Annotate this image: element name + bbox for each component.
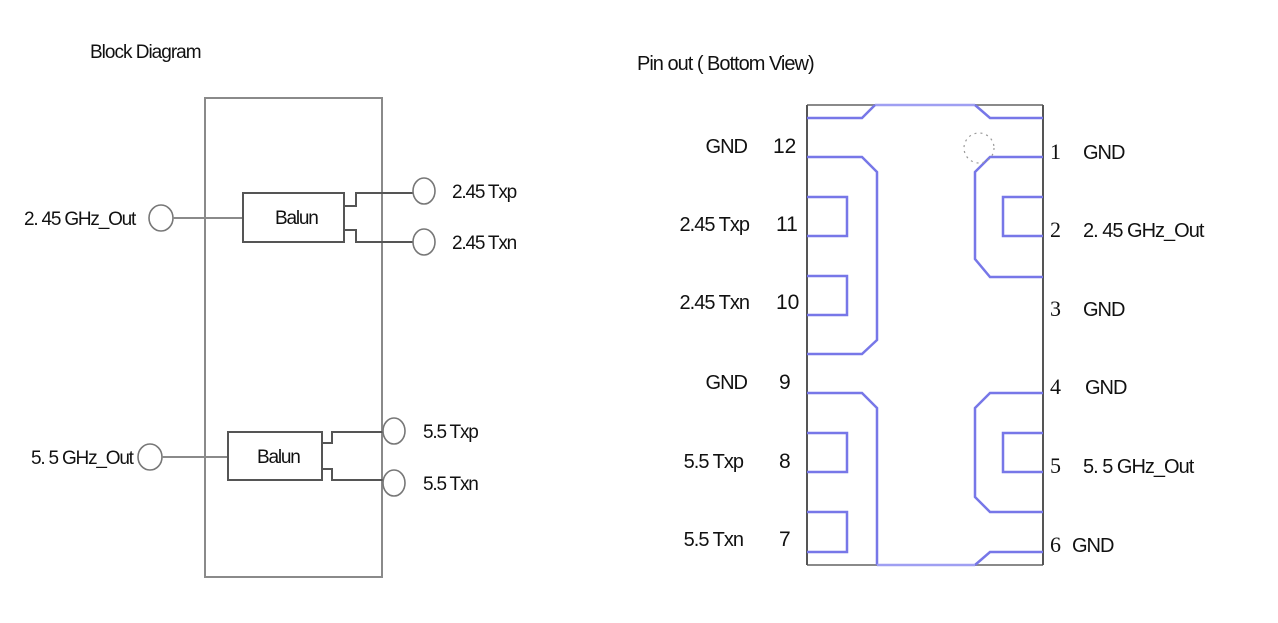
- pin-number: 9: [779, 371, 791, 394]
- pad-11: [807, 195, 849, 238]
- pin-number: 11: [776, 213, 798, 236]
- output-label-n: 5.5 Txn: [423, 474, 478, 495]
- right-pin-labels: 1 GND 2 2. 45 GHz_Out 3 GND 4 GND 5 5. 5…: [1050, 139, 1206, 557]
- pin-name: GND: [1085, 377, 1127, 399]
- pin-number: 7: [779, 528, 791, 551]
- pin-name: GND: [1083, 142, 1125, 164]
- pin-number: 2: [1050, 217, 1061, 242]
- channel-5-5ghz: 5. 5 GHz_Out Balun 5.5 Txp 5.5 Txn: [31, 417, 479, 497]
- block-diagram: Block Diagram 2. 45 GHz_Out Balun 2.45 T…: [24, 42, 518, 578]
- pin-number: 5: [1050, 453, 1061, 478]
- output-terminal-icon: [382, 417, 406, 445]
- output-label-p: 2.45 Txp: [452, 182, 517, 203]
- pad-8: [807, 431, 849, 474]
- pad-10: [807, 274, 849, 317]
- pin-number: 4: [1050, 374, 1061, 399]
- balun-label: Balun: [257, 447, 300, 468]
- pad-5: [1001, 431, 1043, 474]
- input-label: 2. 45 GHz_Out: [24, 209, 137, 230]
- pin-number: 10: [776, 291, 799, 314]
- output-wire-n: [344, 229, 413, 243]
- pad-7: [807, 510, 849, 554]
- pad-2: [1001, 195, 1043, 238]
- package-outline: [806, 104, 1044, 566]
- pin-name: GND: [1072, 535, 1114, 557]
- pin1-marker-icon: [963, 132, 995, 164]
- input-terminal-icon: [137, 443, 163, 471]
- input-label: 5. 5 GHz_Out: [31, 448, 135, 469]
- ground-paddle: [807, 103, 1043, 567]
- pin-number: 6: [1050, 532, 1061, 557]
- pin-number: 12: [773, 135, 796, 158]
- pin-name: GND: [706, 136, 748, 158]
- block-diagram-title: Block Diagram: [90, 42, 201, 63]
- channel-2-45ghz: 2. 45 GHz_Out Balun 2.45 Txp 2.45 Txn: [24, 177, 518, 256]
- pin-name: 2. 45 GHz_Out: [1083, 220, 1205, 242]
- pin-name: 2.45 Txp: [680, 214, 750, 236]
- output-wire-p: [344, 192, 413, 207]
- pin-name: 2.45 Txn: [680, 292, 749, 314]
- pin-number: 8: [779, 450, 791, 473]
- input-terminal-icon: [148, 204, 174, 232]
- module-outline: [204, 97, 383, 578]
- pinout-diagram: Pin out ( Bottom View): [637, 53, 1206, 567]
- pin-name: GND: [1083, 299, 1125, 321]
- pin-name: 5. 5 GHz_Out: [1083, 456, 1195, 478]
- pin-number: 1: [1050, 139, 1061, 164]
- output-terminal-icon: [412, 228, 436, 256]
- left-pin-labels: GND 12 2.45 Txp 11 2.45 Txn 10 GND 9 5.5…: [680, 135, 800, 551]
- pin-number: 3: [1050, 296, 1061, 321]
- output-wire-p: [322, 431, 383, 444]
- signal-pads: [807, 195, 1043, 554]
- output-label-p: 5.5 Txp: [423, 422, 478, 443]
- output-terminal-icon: [412, 177, 436, 205]
- output-wire-n: [322, 468, 383, 481]
- pin-name: 5.5 Txp: [684, 451, 744, 473]
- output-terminal-icon: [382, 469, 406, 497]
- output-label-n: 2.45 Txn: [452, 233, 517, 254]
- balun-block: [242, 192, 345, 243]
- pin-name: GND: [706, 372, 748, 394]
- balun-label: Balun: [275, 208, 318, 229]
- balun-block: [227, 431, 323, 481]
- pinout-title: Pin out ( Bottom View): [637, 53, 814, 75]
- pin-name: 5.5 Txn: [684, 529, 743, 551]
